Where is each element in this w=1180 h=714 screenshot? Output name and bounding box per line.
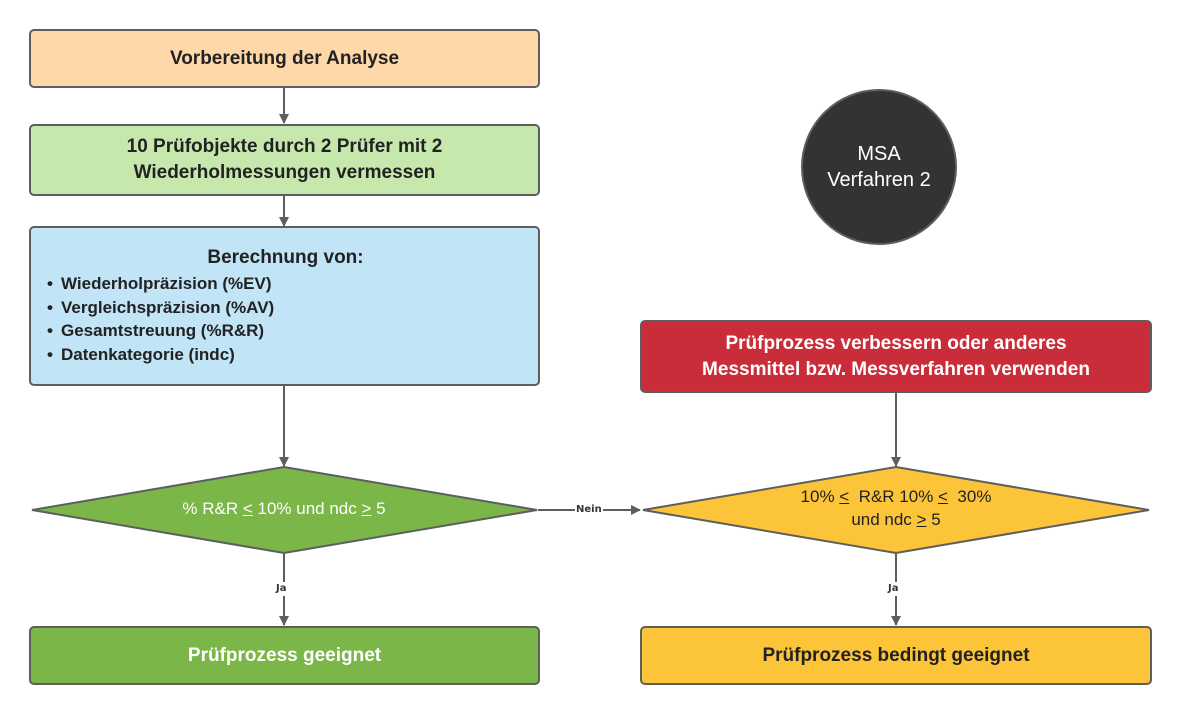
decision-2-text: 10% < R&R 10% < 30% und ndc > 5 <box>696 485 1096 531</box>
step-measure-line1: 10 Prüfobjekte durch 2 Prüfer mit 2 <box>126 136 443 157</box>
ge-symbol: > <box>916 510 927 529</box>
le-symbol: < <box>938 487 948 506</box>
edge-label-yes-2: Ja <box>888 582 899 596</box>
decision-1-text: % R&R < 10% und ndc > 5 <box>84 497 484 520</box>
decision-2-line1: 10% < R&R 10% < 30% <box>696 485 1096 508</box>
msa-badge-line1: MSA <box>857 143 901 165</box>
decision-2-part: 5 <box>926 510 941 529</box>
step-improve: Prüfprozess verbessern oder anderes Mess… <box>640 320 1152 393</box>
decision-diamond-1 <box>31 465 538 555</box>
le-symbol: < <box>839 487 850 506</box>
result-conditional-label: Prüfprozess bedingt geeignet <box>762 644 1030 666</box>
edge-label-yes-1: Ja <box>276 582 287 596</box>
step-improve-line1: Prüfprozess verbessern oder anderes <box>725 332 1067 354</box>
result-conditionally-suitable: Prüfprozess bedingt geeignet <box>640 626 1152 685</box>
decision-2-line2: und ndc > 5 <box>696 508 1096 531</box>
step-measure-line2: Wiederholmessungen vermessen <box>133 162 436 183</box>
le-symbol: < <box>242 499 253 518</box>
edge-label-no: Nein <box>575 504 603 516</box>
calc-list: Wiederholpräzision (%EV) Vergleichspräzi… <box>47 272 274 366</box>
decision-2-part: 30% <box>947 487 992 506</box>
decision-1-part: % R&R <box>182 499 243 518</box>
decision-2-part: 10% <box>800 487 840 506</box>
step-calc-title: Berechnung von: <box>207 247 364 268</box>
decision-2-part: R&R 10% <box>849 487 939 506</box>
step-prep-label: Vorbereitung der Analyse <box>169 47 400 69</box>
decision-1-part: 10% und ndc <box>252 499 362 518</box>
msa-badge-line2: Verfahren 2 <box>827 169 931 191</box>
decision-2-part: und ndc <box>851 510 917 529</box>
ge-symbol: > <box>361 499 372 518</box>
step-measure: 10 Prüfobjekte durch 2 Prüfer mit 2 Wied… <box>29 124 540 196</box>
calc-item: Wiederholpräzision (%EV) <box>47 272 274 296</box>
result-suitable: Prüfprozess geeignet <box>29 626 540 685</box>
step-improve-line2: Messmittel bzw. Messverfahren verwenden <box>702 358 1090 380</box>
msa-badge: MSA Verfahren 2 <box>801 89 957 245</box>
calc-item: Datenkategorie (indc) <box>47 343 274 367</box>
decision-diamond-2 <box>642 465 1150 555</box>
decision-1-part: 5 <box>371 499 386 518</box>
calc-item: Gesamtstreuung (%R&R) <box>47 319 274 343</box>
calc-item: Vergleichspräzision (%AV) <box>47 296 274 320</box>
step-prep: Vorbereitung der Analyse <box>29 29 540 88</box>
result-suitable-label: Prüfprozess geeignet <box>187 644 382 666</box>
step-calc: Berechnung von: Wiederholpräzision (%EV)… <box>29 226 540 386</box>
